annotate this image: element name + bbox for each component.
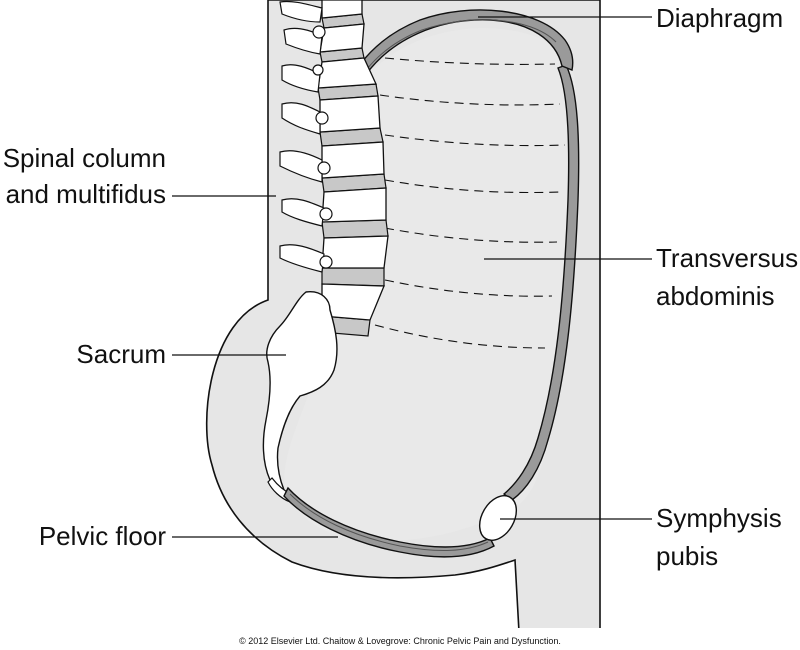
leader-lines: [172, 16, 652, 538]
label-symphysis-line1: Symphysis: [656, 503, 782, 533]
intervertebral-discs: [317, 13, 389, 337]
label-symphysis-line2: pubis: [656, 541, 719, 571]
vertebra: [321, 141, 385, 179]
process: [283, 27, 323, 55]
pelvic-floor-fibre: [289, 493, 489, 551]
fibre-line: [379, 94, 561, 106]
fibre-line: [384, 179, 561, 194]
vertebra: [319, 23, 365, 53]
facet-joint: [319, 207, 333, 221]
fibre-line: [384, 227, 558, 243]
symphysis-pubis-bone: [478, 495, 518, 541]
fibre-line: [384, 134, 566, 147]
vertebral-processes: [279, 0, 333, 273]
copyright-credit: © 2012 Elsevier Ltd. Chaitow & Lovegrove…: [239, 636, 561, 646]
facet-joint: [315, 111, 329, 125]
fibre-line: [384, 57, 556, 65]
vertebra: [319, 95, 381, 133]
diaphragm-muscle: [335, 9, 574, 129]
process: [281, 102, 321, 135]
disc: [321, 219, 389, 239]
facet-joint: [317, 161, 331, 175]
process: [281, 198, 325, 227]
vertebral-bodies: [317, 0, 389, 321]
label-spinal-column-line2: and multifidus: [5, 179, 166, 209]
transversus-fibres: [374, 57, 566, 349]
fibre-line: [374, 324, 546, 349]
label-transversus-line2: abdominis: [656, 281, 775, 311]
credit-strip: [0, 628, 800, 650]
process: [279, 0, 323, 23]
label-transversus-line1: Transversus: [656, 243, 799, 273]
facet-joint: [312, 25, 326, 39]
process: [279, 150, 323, 183]
facet-joint: [312, 64, 324, 76]
facet-joint: [319, 255, 333, 269]
label-diaphragm: Diaphragm: [656, 3, 784, 33]
transversus-abdominis-muscle: [502, 64, 580, 501]
fibre-line: [384, 279, 553, 297]
label-spinal-column-line1: Spinal column: [2, 143, 166, 173]
process: [281, 64, 321, 93]
label-pelvic-floor: Pelvic floor: [38, 521, 166, 551]
disc: [321, 267, 385, 287]
label-sacrum: Sacrum: [76, 339, 166, 369]
process: [279, 244, 325, 273]
